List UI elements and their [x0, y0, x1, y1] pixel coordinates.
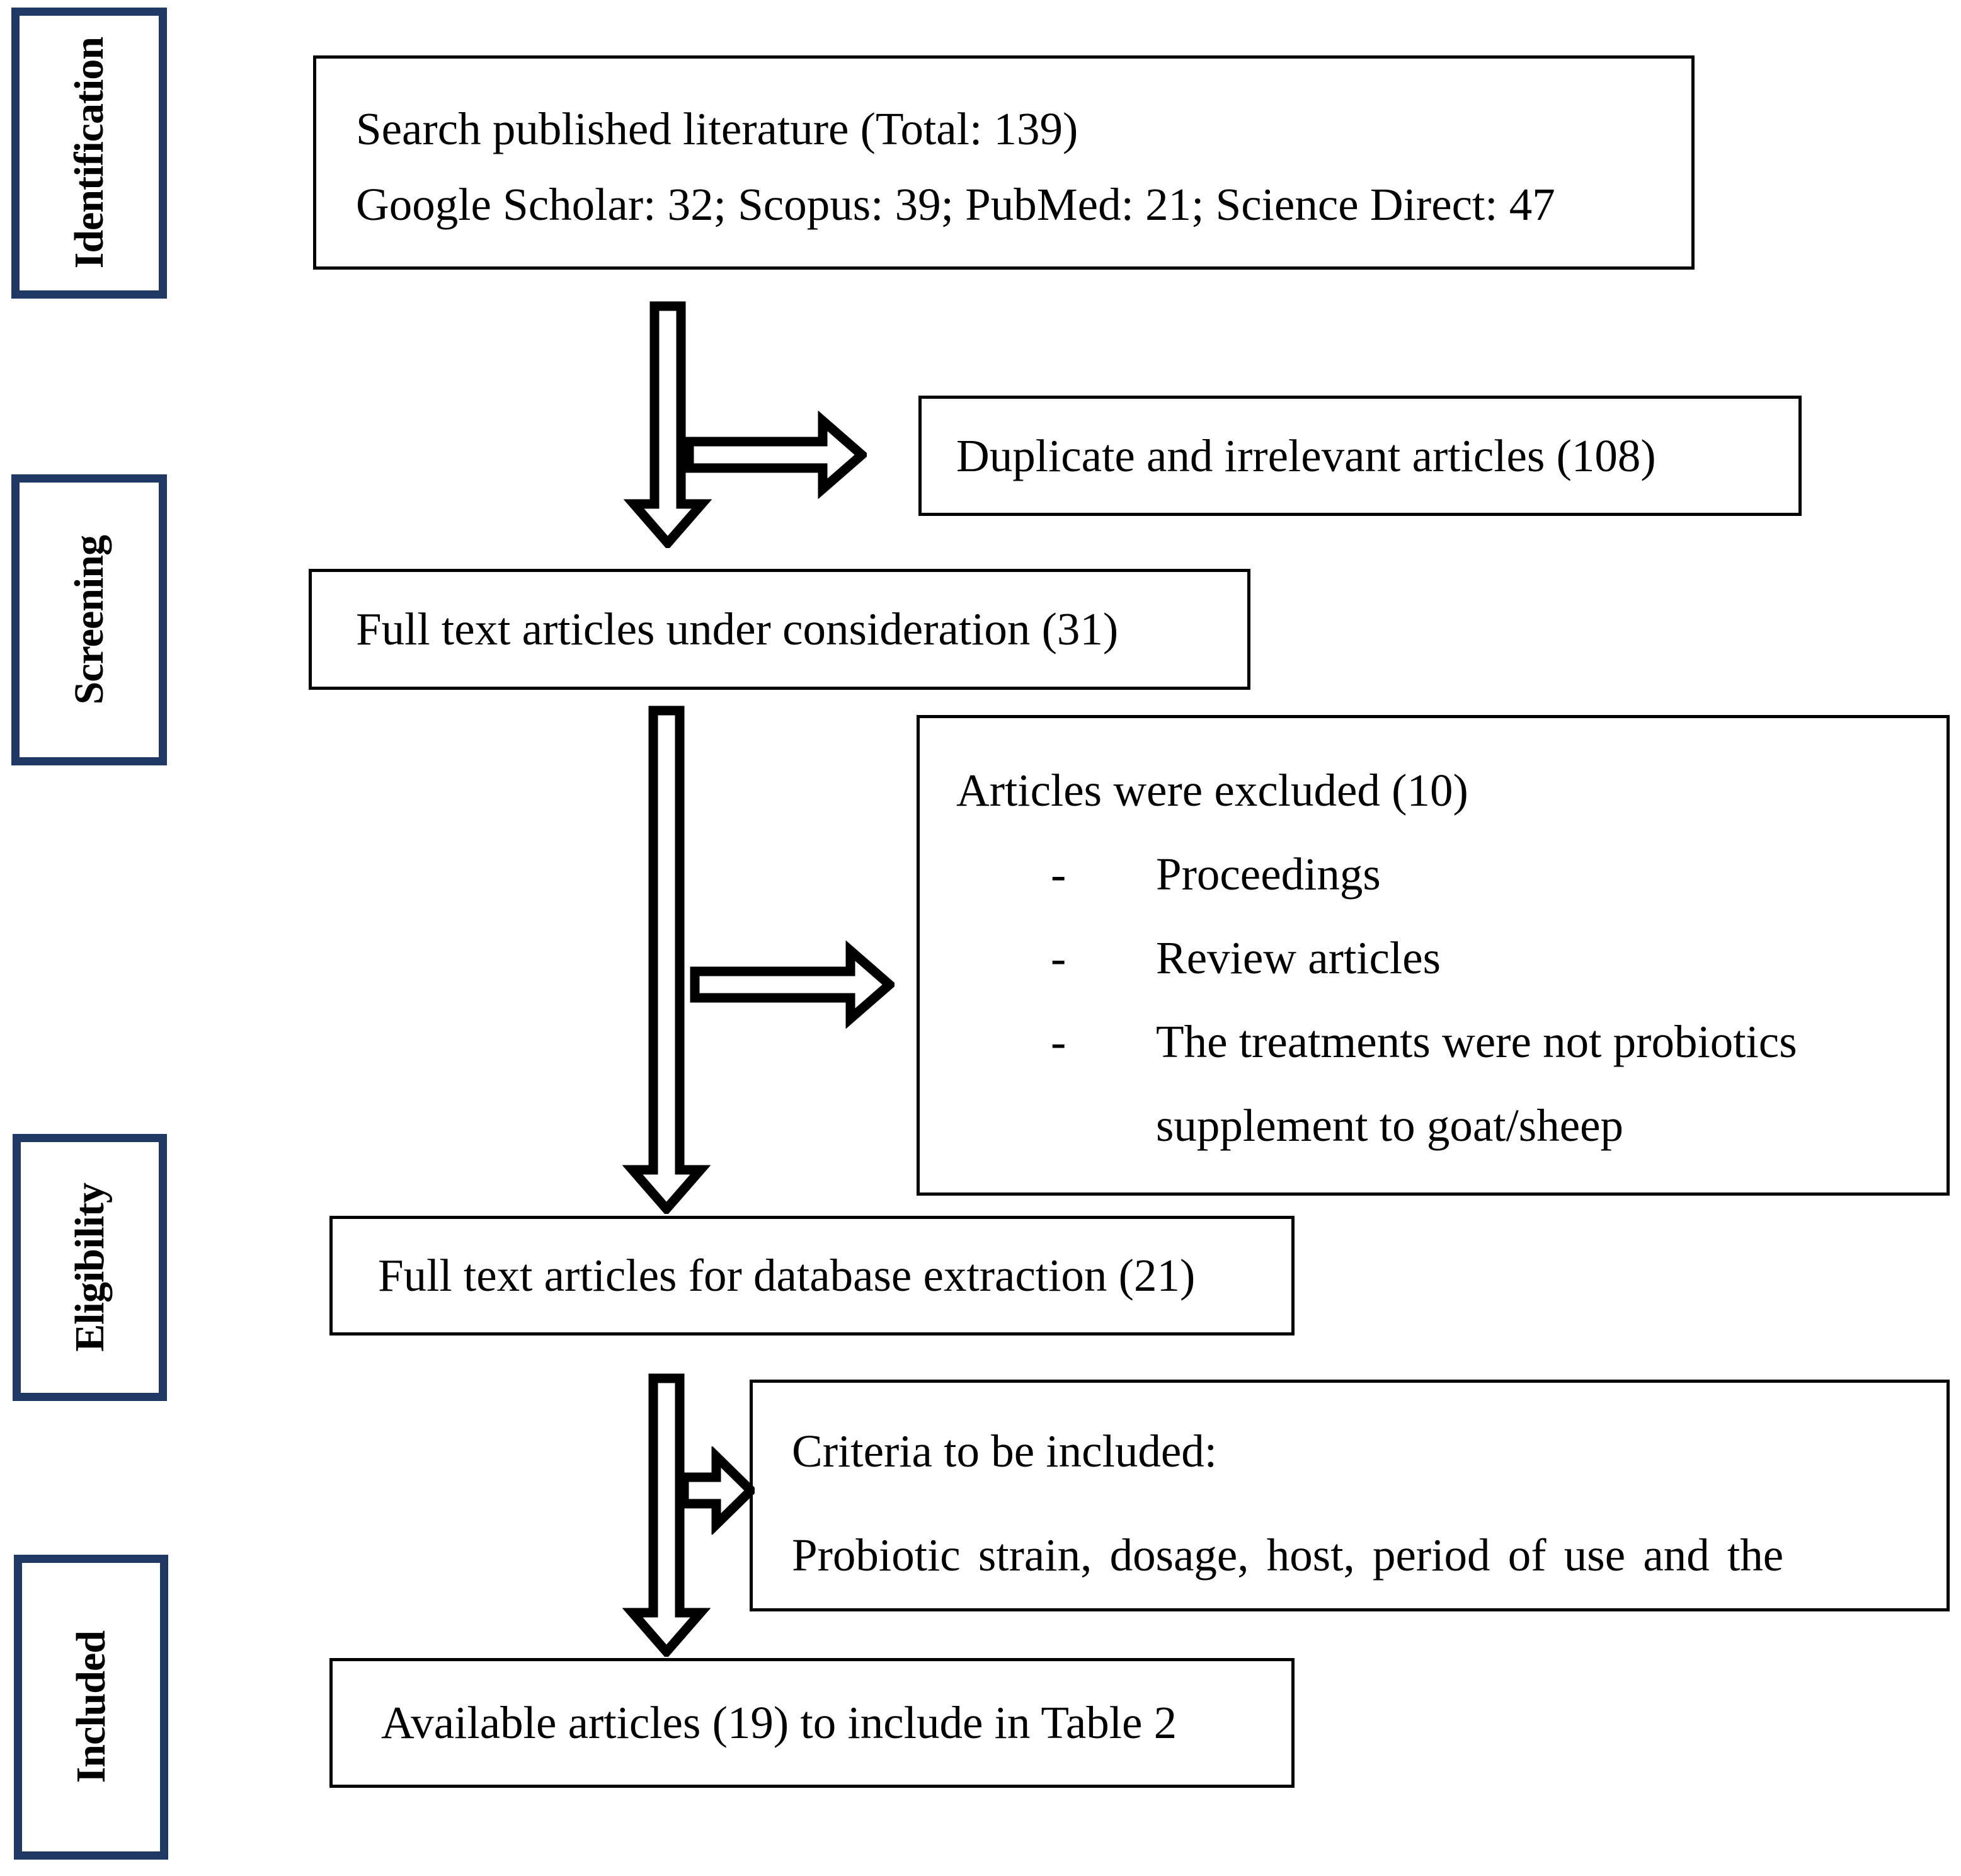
excluded-item: - Review articles: [956, 916, 1934, 1000]
stage-box-identification: Identification: [11, 8, 167, 299]
stage-box-screening: Screening: [11, 474, 167, 765]
arrow-branch-excluded-icon: [690, 941, 895, 1029]
arrow-down-screening-to-eligibility-icon: [622, 706, 711, 1214]
excluded-title: Articles were excluded (10): [956, 765, 1468, 816]
available-text: Available articles (19) to include in Ta…: [381, 1697, 1177, 1748]
excluded-item: - Proceedings: [956, 832, 1934, 916]
duplicates-excluded-box: Duplicate and irrelevant articles (108): [918, 396, 1802, 516]
consideration-text: Full text articles under consideration (…: [356, 603, 1119, 655]
arrow-branch-criteria-icon: [680, 1446, 755, 1535]
excluded-item-text: Review articles: [1156, 932, 1441, 983]
stage-label-included: Included: [67, 1631, 114, 1783]
articles-excluded-box: Articles were excluded (10) - Proceeding…: [917, 715, 1950, 1196]
stage-box-included: Included: [14, 1555, 168, 1860]
bullet-dash: -: [1051, 849, 1066, 900]
inclusion-criteria-box: Criteria to be included: Probiotic strai…: [750, 1380, 1950, 1611]
criteria-detail: Probiotic strain, dosage, host, period o…: [792, 1530, 1784, 1581]
criteria-title: Criteria to be included:: [792, 1426, 1218, 1477]
extraction-text: Full text articles for database extracti…: [378, 1250, 1196, 1301]
search-literature-box: Search published literature (Total: 139)…: [313, 55, 1695, 270]
duplicates-text: Duplicate and irrelevant articles (108): [956, 430, 1656, 481]
stage-box-eligibility: Eligibility: [13, 1134, 167, 1401]
excluded-item-text: The treatments were not probiotics suppl…: [1156, 1016, 1797, 1151]
stage-label-eligibility: Eligibility: [66, 1183, 113, 1352]
search-total-line: Search published literature (Total: 139): [356, 103, 1078, 154]
excluded-item-text: Proceedings: [1156, 849, 1381, 900]
search-sources-line: Google Scholar: 32; Scopus: 39; PubMed: …: [356, 179, 1555, 230]
arrow-branch-duplicates-icon: [684, 411, 867, 499]
arrow-down-identification-to-screening-icon: [624, 301, 712, 548]
bullet-dash: -: [1051, 932, 1066, 983]
available-articles-box: Available articles (19) to include in Ta…: [329, 1658, 1295, 1788]
stage-label-identification: Identification: [66, 37, 112, 269]
database-extraction-box: Full text articles for database extracti…: [329, 1216, 1295, 1336]
stage-label-screening: Screening: [66, 535, 112, 705]
bullet-dash: -: [1051, 1016, 1066, 1067]
arrow-down-eligibility-to-included-icon: [622, 1373, 711, 1657]
excluded-item: - The treatments were not probiotics sup…: [956, 1000, 1934, 1167]
fulltext-consideration-box: Full text articles under consideration (…: [309, 569, 1250, 690]
